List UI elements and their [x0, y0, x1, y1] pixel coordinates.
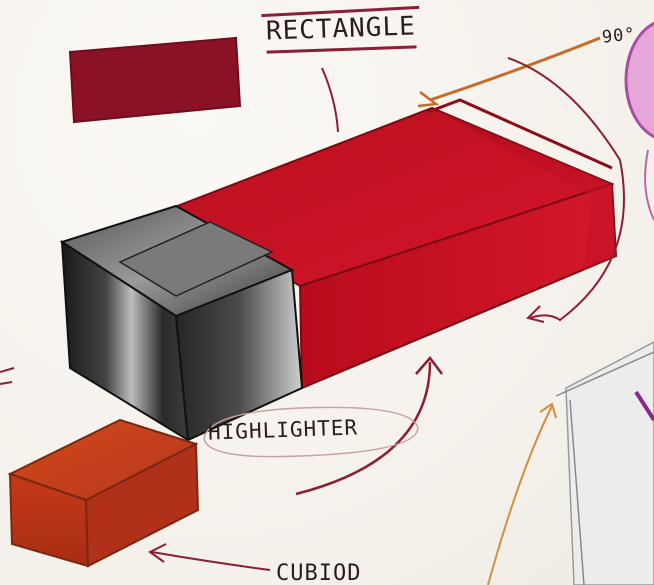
- rectangle-arrow: [322, 68, 338, 132]
- right-curve-arrow: [528, 306, 544, 322]
- left-edge-marks: [0, 368, 14, 384]
- pink-swatch-edge: [645, 150, 654, 220]
- cuboid-label: CUBIOD: [276, 561, 361, 585]
- orange-pencil-line: [488, 406, 552, 585]
- cuboid-arrow: [152, 552, 270, 570]
- rectangle-label: RECTANGLE: [265, 11, 416, 53]
- rectangle-swatch: [70, 38, 240, 122]
- angle-pointer-line: [430, 38, 600, 100]
- grey-block-sketch: [566, 342, 654, 585]
- angle-label: 90°: [601, 24, 637, 47]
